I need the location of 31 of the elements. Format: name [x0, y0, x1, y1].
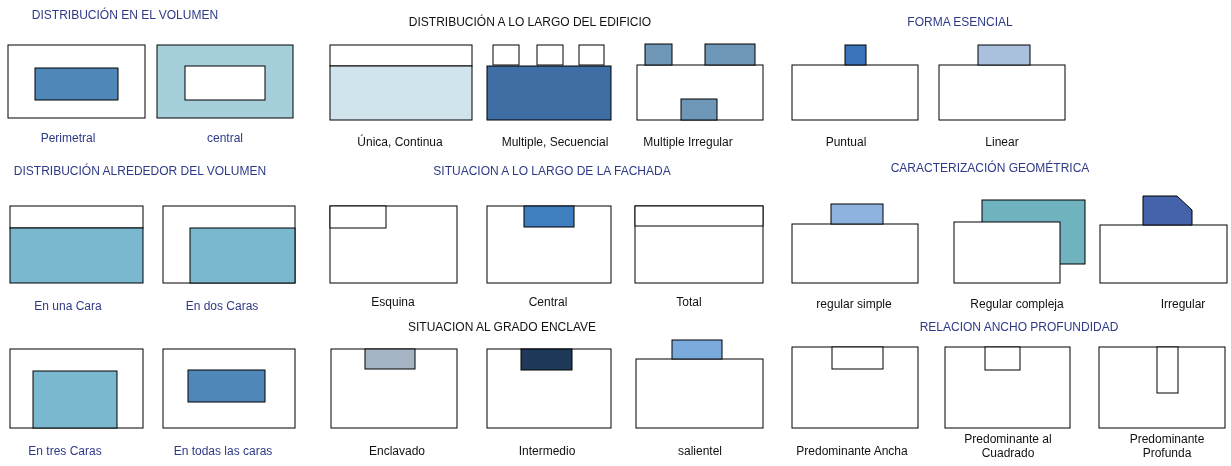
caption: Regular compleja — [970, 297, 1064, 311]
caption: En todas las caras — [173, 444, 273, 458]
caption: Predominante al Cuadrado — [963, 432, 1053, 460]
caption: Única, Continua — [357, 135, 443, 149]
caption: central — [207, 131, 243, 145]
caption: En una Cara — [34, 299, 102, 313]
section-heading: DISTRIBUCIÓN ALREDEDOR DEL VOLUMEN — [13, 164, 267, 178]
section-heading: SITUACION AL GRADO ENCLAVE — [408, 320, 596, 334]
caption: Predominante Profunda — [1128, 432, 1206, 460]
caption: Multiple, Secuencial — [501, 135, 609, 149]
section-heading: DISTRIBUCIÓN EN EL VOLUMEN — [31, 8, 219, 22]
caption: Multiple Irregular — [643, 135, 733, 149]
section-heading: RELACION ANCHO PROFUNDIDAD — [919, 320, 1119, 334]
caption: Esquina — [371, 295, 415, 309]
section-heading: FORMA ESENCIAL — [907, 15, 1013, 29]
caption: Intermedio — [518, 444, 576, 458]
caption: En dos Caras — [185, 299, 259, 313]
caption: salientel — [678, 444, 722, 458]
section-heading: SITUACION A LO LARGO DE LA FACHADA — [433, 164, 671, 178]
caption: Predominante Ancha — [796, 444, 908, 458]
section-heading: DISTRIBUCIÓN A LO LARGO DEL EDIFICIO — [408, 15, 652, 29]
caption: Linear — [985, 135, 1019, 149]
caption: Enclavado — [369, 444, 425, 458]
caption: Total — [676, 295, 702, 309]
section-heading: CARACTERIZACIÓN GEOMÉTRICA — [890, 161, 1090, 175]
caption: Irregular — [1160, 297, 1206, 311]
caption: En tres Caras — [28, 444, 102, 458]
caption: Central — [528, 295, 568, 309]
caption: regular simple — [816, 297, 892, 311]
caption: Puntual — [825, 135, 867, 149]
caption: Perimetral — [40, 131, 96, 145]
